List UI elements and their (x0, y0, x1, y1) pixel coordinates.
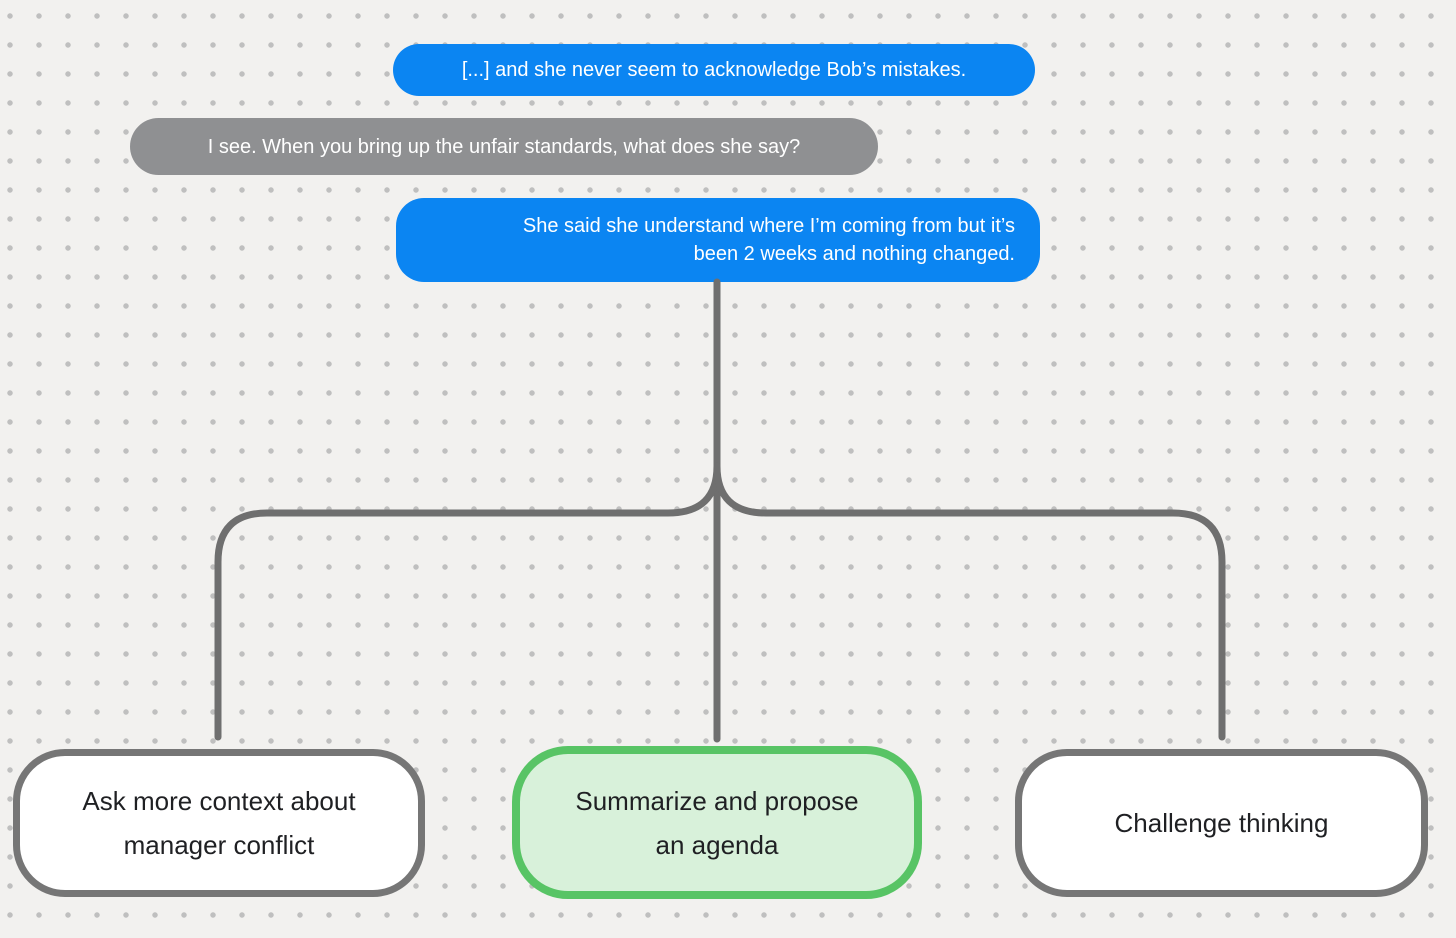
chat-bubble-user-1: [...] and she never seem to acknowledge … (393, 44, 1035, 96)
branch-option-ask-more-context[interactable]: Ask more context about manager conflict (13, 749, 425, 897)
connector-left-branch-line (214, 462, 721, 741)
branch-option-summarize-agenda[interactable]: Summarize and propose an agenda (512, 746, 922, 899)
branch-option-challenge-thinking[interactable]: Challenge thinking (1015, 749, 1428, 897)
chat-bubble-user-2: She said she understand where I’m coming… (396, 198, 1040, 282)
connector-right-branch-line (713, 462, 1226, 741)
chat-bubble-assistant: I see. When you bring up the unfair stan… (130, 118, 878, 175)
